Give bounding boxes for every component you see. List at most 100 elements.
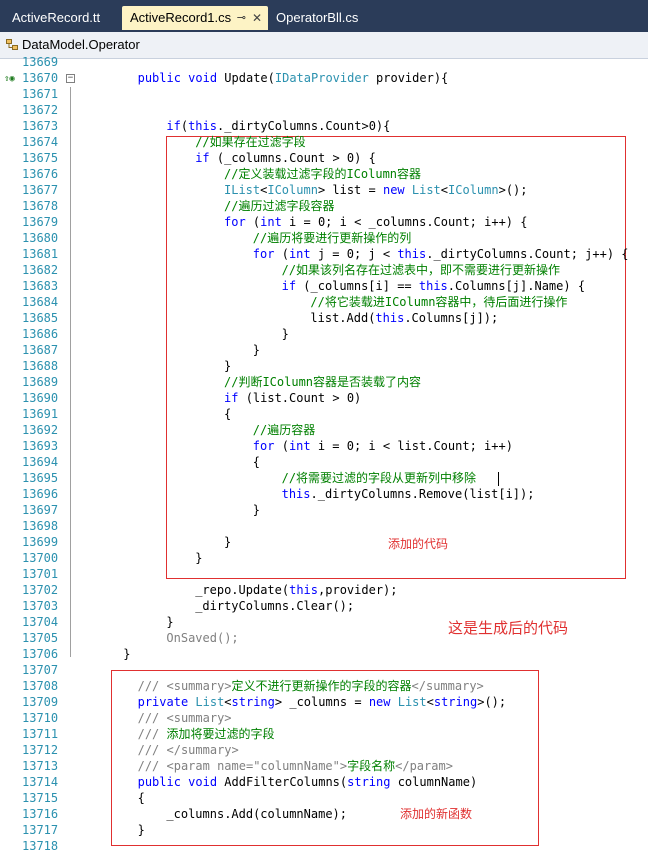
code-line[interactable]: 13706} — [0, 646, 648, 662]
code-line[interactable]: 13699} — [0, 534, 648, 550]
code-line[interactable]: 13682//如果该列名存在过滤表中，即不需要进行更新操作 — [0, 262, 648, 278]
line-number: 13709 — [22, 695, 59, 709]
type-dropdown[interactable]: DataModel.Operator — [4, 35, 140, 55]
code-text: //如果存在过滤字段 — [195, 134, 305, 150]
code-line[interactable]: 13676//定义装载过滤字段的IColumn容器 — [0, 166, 648, 182]
line-number: 13715 — [22, 791, 59, 805]
type-dropdown-label: DataModel.Operator — [22, 37, 140, 52]
code-token: List — [411, 183, 441, 197]
code-token: 添加将要过滤的字段 — [166, 727, 275, 741]
code-line[interactable]: 13674 //如果存在过滤字段 — [0, 134, 648, 150]
code-token: for — [252, 247, 282, 261]
code-text: public void Update(IDataProvider provide… — [138, 70, 449, 86]
code-text: } — [123, 646, 130, 662]
tab-activerecord-tt[interactable]: ActiveRecord.tt — [4, 6, 122, 30]
close-icon[interactable]: ✕ — [251, 11, 262, 25]
code-token: >(); — [498, 183, 528, 197]
code-line[interactable]: 13716_columns.Add(columnName); — [0, 806, 648, 822]
code-token: int — [260, 215, 282, 229]
code-token: AddFilterColumns( — [224, 775, 348, 789]
code-line[interactable]: 13671 — [0, 86, 648, 102]
code-line[interactable]: 13701 — [0, 566, 648, 582]
code-line[interactable]: 13703_dirtyColumns.Clear(); — [0, 598, 648, 614]
code-line[interactable]: 13702_repo.Update(this,provider); — [0, 582, 648, 598]
code-line[interactable]: 13691{ — [0, 406, 648, 422]
code-token: { — [137, 791, 145, 805]
code-token: </summary> — [411, 679, 484, 693]
code-line[interactable]: 13678//遍历过滤字段容器 — [0, 198, 648, 214]
code-line[interactable]: 13694{ — [0, 454, 648, 470]
code-line[interactable]: 13700} — [0, 550, 648, 566]
line-number: 13718 — [22, 839, 59, 853]
tab-label: OperatorBll.cs — [276, 10, 359, 25]
collapse-icon[interactable]: − — [66, 73, 75, 83]
pin-icon[interactable]: ⊸ — [236, 12, 246, 24]
annotation-added-code: 添加的代码 — [388, 537, 449, 551]
line-number: 13674 — [22, 135, 59, 149]
line-number: 13675 — [22, 151, 59, 165]
line-number: 13710 — [22, 711, 59, 725]
line-number: 13686 — [22, 327, 59, 341]
code-line[interactable]: 13717} — [0, 822, 648, 838]
code-text: /// <summary> — [138, 710, 232, 726]
code-token: < — [224, 695, 232, 709]
code-line[interactable]: 13698 — [0, 518, 648, 534]
code-line[interactable]: 13718 — [0, 838, 648, 854]
code-line[interactable]: 13712/// </summary> — [0, 742, 648, 758]
code-token: List — [195, 695, 225, 709]
code-text: _dirtyColumns.Clear(); — [195, 598, 354, 614]
code-line[interactable]: 13684//将它装载进IColumn容器中，待后面进行操作 — [0, 294, 648, 310]
code-token: i = 0; i < _columns.Count; i++) { — [281, 215, 528, 229]
code-line[interactable]: 13680//遍历将要进行更新操作的列 — [0, 230, 648, 246]
code-line[interactable]: 13686} — [0, 326, 648, 342]
code-line[interactable]: 13697} — [0, 502, 648, 518]
code-token: i = 0; i < list.Count; i++) — [310, 439, 513, 453]
tab-activerecord1-cs[interactable]: ActiveRecord1.cs ⊸ ✕ — [122, 6, 268, 30]
code-line[interactable]: 13711/// 添加将要过滤的字段 — [0, 726, 648, 742]
code-token: /// </summary> — [137, 743, 239, 757]
code-line[interactable]: 13708/// <summary>定义不进行更新操作的字段的容器</summa… — [0, 678, 648, 694]
code-line[interactable]: 13715 { — [0, 790, 648, 806]
code-text: { — [224, 406, 231, 422]
code-token: .Columns[j]); — [404, 311, 499, 325]
code-line[interactable]: 13713/// <param name="columnName">字段名称</… — [0, 758, 648, 774]
code-text: } — [253, 502, 260, 518]
code-line[interactable]: 13710 /// <summary> — [0, 710, 648, 726]
code-line[interactable]: 13672 — [0, 102, 648, 118]
code-text: //如果该列名存在过滤表中，即不需要进行更新操作 — [282, 262, 560, 278]
code-token: //遍历容器 — [252, 423, 316, 437]
code-token: } — [252, 343, 261, 357]
code-token: >(); — [477, 695, 507, 709]
navigation-bar: DataModel.Operator — [0, 32, 648, 59]
line-number: 13683 — [22, 279, 59, 293]
line-number: 13711 — [22, 727, 59, 741]
code-line[interactable]: 13704} — [0, 614, 648, 630]
code-line[interactable]: 13688} — [0, 358, 648, 374]
code-line[interactable]: 13692//遍历容器 — [0, 422, 648, 438]
code-line[interactable]: 13687} — [0, 342, 648, 358]
code-text: //判断IColumn容器是否装载了内容 — [224, 374, 421, 390]
tab-operatorbll-cs[interactable]: OperatorBll.cs — [268, 6, 378, 30]
code-line[interactable]: 13695//将需要过滤的字段从更新列中移除 — [0, 470, 648, 486]
code-line[interactable]: 13689//判断IColumn容器是否装载了内容 — [0, 374, 648, 390]
code-line[interactable]: 13707 — [0, 662, 648, 678]
code-token: //将它装载进IColumn容器中，待后面进行操作 — [310, 295, 568, 309]
code-token: new — [368, 695, 398, 709]
line-number: 13677 — [22, 183, 59, 197]
code-line[interactable]: 13669 — [0, 54, 648, 70]
